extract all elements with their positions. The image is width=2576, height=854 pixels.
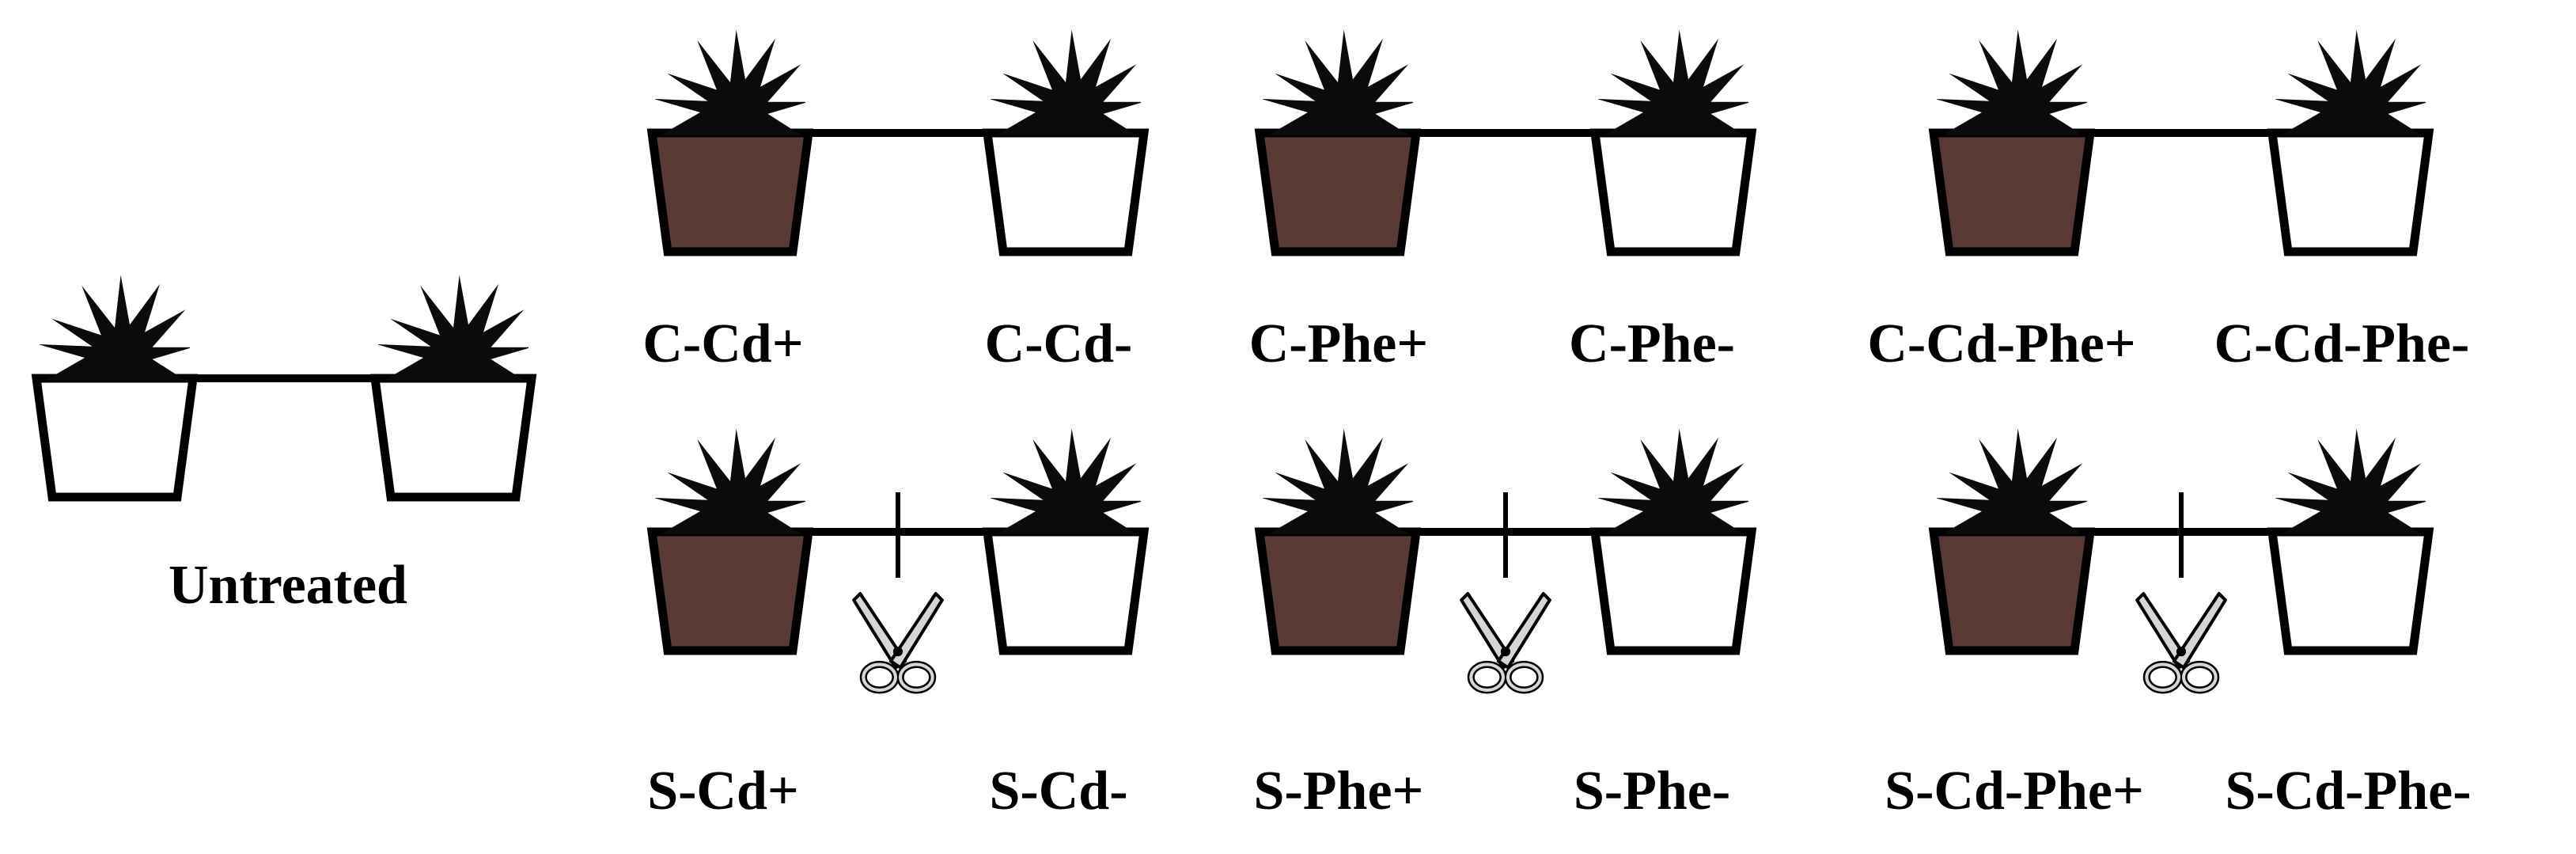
s-phe-receiver-pot-icon [1589,527,1757,655]
s-phe-donor-pot-icon [1254,527,1422,655]
label-untreated: Untreated [169,555,407,616]
c-phe-receiver-pot-icon [1589,128,1757,256]
label-c-cd-phe-receiver: C-Cd-Phe- [2214,313,2470,374]
s-cd-donor-pot-icon [646,527,814,655]
untreated-donor-pot-icon [31,374,199,502]
label-s-cd-phe-donor: S-Cd-Phe+ [1885,761,2144,822]
label-s-cd-phe-receiver: S-Cd-Phe- [2225,761,2472,822]
untreated-donor-plant-icon [40,275,190,381]
c-phe-receiver-plant-icon [1598,29,1748,135]
label-s-phe-donor: S-Phe+ [1253,761,1424,822]
c-phe-donor-pot-icon [1254,128,1422,256]
s-cd-phe-donor-pot-icon [1928,527,2096,655]
s-cd-phe-receiver-plant-icon [2275,428,2426,534]
c-cd-phe-donor-pot-icon [1928,128,2096,256]
c-cd-phe-receiver-pot-icon [2267,128,2434,256]
s-phe-donor-plant-icon [1263,428,1413,534]
c-cd-receiver-plant-icon [991,29,1141,135]
s-cd-scissors-icon [854,594,942,690]
s-cd-phe-donor-plant-icon [1937,428,2087,534]
label-s-cd-donor: S-Cd+ [647,761,799,822]
untreated-receiver-pot-icon [369,374,537,502]
s-cd-phe-receiver-pot-icon [2267,527,2434,655]
s-cd-receiver-plant-icon [991,428,1141,534]
s-cd-donor-plant-icon [655,428,805,534]
c-cd-donor-plant-icon [655,29,805,135]
s-cd-receiver-pot-icon [982,527,1150,655]
s-cd-phe-scissors-icon [2137,594,2226,690]
c-cd-phe-donor-plant-icon [1937,29,2087,135]
c-cd-donor-pot-icon [646,128,814,256]
c-cd-phe-receiver-plant-icon [2275,29,2426,135]
label-c-phe-donor: C-Phe+ [1248,313,1429,374]
label-s-cd-receiver: S-Cd- [989,761,1128,822]
untreated-receiver-plant-icon [378,275,528,381]
label-c-cd-receiver: C-Cd- [984,313,1133,374]
c-cd-receiver-pot-icon [982,128,1150,256]
label-c-cd-phe-donor: C-Cd-Phe+ [1867,313,2136,374]
s-phe-receiver-plant-icon [1598,428,1748,534]
s-phe-scissors-icon [1461,594,1550,690]
label-c-phe-receiver: C-Phe- [1569,313,1735,374]
label-c-cd-donor: C-Cd+ [642,313,804,374]
c-phe-donor-plant-icon [1263,29,1413,135]
label-s-phe-receiver: S-Phe- [1573,761,1731,822]
